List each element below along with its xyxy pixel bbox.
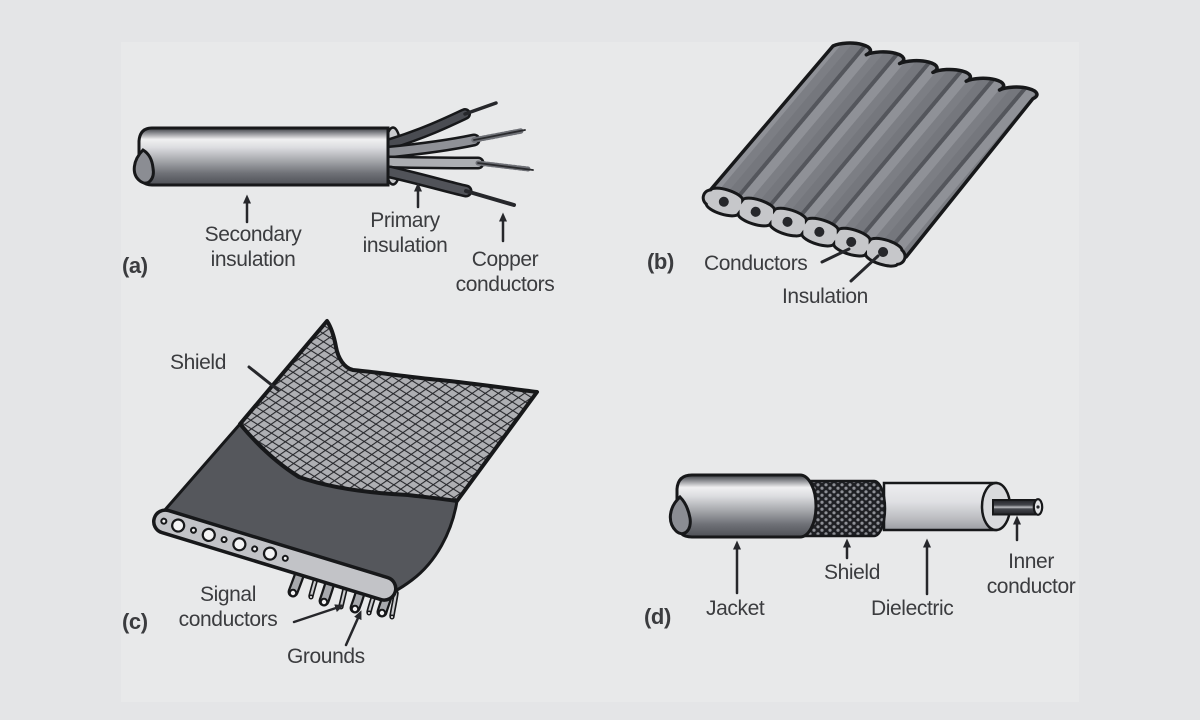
ribbon-cable-illustration: [701, 41, 1039, 283]
panel-c-tag: (c): [122, 609, 148, 634]
dielectric-body: [882, 481, 998, 532]
label-conductors: Conductors: [704, 252, 808, 275]
label-insulation: Insulation: [782, 285, 868, 308]
label-signal-conductors: Signal conductors: [178, 583, 278, 631]
cable-wires: [383, 101, 534, 207]
ribbon-leader-lines: [820, 247, 880, 283]
front-edge-holes: [160, 517, 289, 562]
panel-b-tag: (b): [647, 249, 674, 274]
label-dielectric: Dielectric: [871, 597, 954, 620]
label-copper-conductors: Copper conductors: [455, 248, 555, 296]
jacket-body: [675, 473, 818, 539]
panel-d-tag: (d): [644, 604, 671, 629]
signal-conductors-arrow: [292, 604, 345, 624]
label-grounds: Grounds: [287, 645, 365, 668]
label-coax-shield: Shield: [824, 561, 880, 584]
label-secondary-insulation: Secondary insulation: [204, 223, 302, 271]
shielded-flat-cable-illustration: [152, 319, 539, 620]
label-shield: Shield: [170, 351, 226, 374]
round-cable-illustration: [132, 101, 534, 207]
ribbon-surface: [705, 41, 1039, 259]
grounds-arrow: [344, 610, 362, 647]
cable-cut-flap: [132, 148, 155, 185]
label-jacket: Jacket: [706, 597, 765, 620]
panel-a-tag: (a): [122, 253, 148, 278]
pointer-arrows: [243, 182, 1021, 647]
inner-conductor-rod: [992, 499, 1037, 516]
ribbon-cross-section: [701, 186, 907, 268]
coaxial-cable-illustration: [668, 473, 1044, 539]
inner-conductor-tip-core: [1036, 505, 1040, 509]
label-primary-insulation: Primary insulation: [362, 209, 448, 257]
shield-leader-line: [247, 365, 280, 392]
jacket-cut-flap: [668, 494, 692, 536]
flat-cable-front-edge: [152, 508, 398, 602]
label-inner-conductor: Inner conductor: [986, 550, 1076, 598]
braided-shield: [796, 479, 887, 538]
ribbon-conductor-dots: [718, 196, 889, 257]
secondary-insulation-body: [137, 126, 390, 187]
